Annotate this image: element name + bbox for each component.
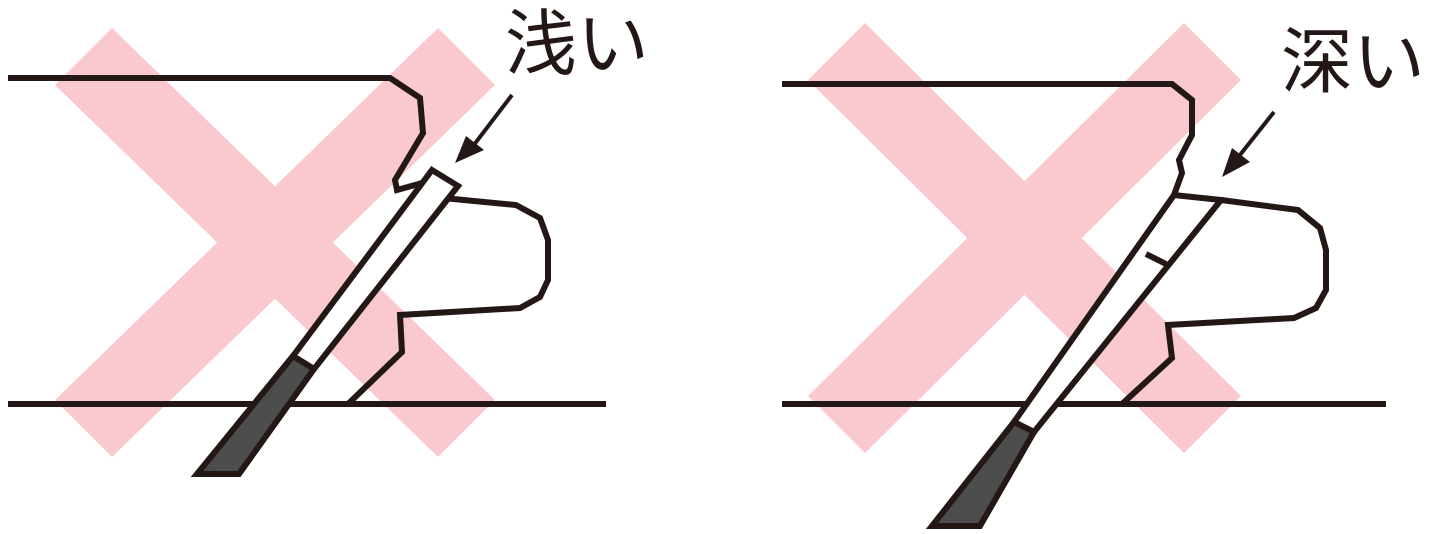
cross-bar-2 [55,28,495,457]
upper-surface-outline [8,75,441,194]
clip-outline [1119,197,1329,407]
clip-outline [345,195,551,407]
label-deep: 深い [1281,20,1426,104]
label-shallow: 浅い [505,2,650,86]
panel-deep: 深い [726,0,1452,534]
panel-shallow: 浅い [0,0,726,534]
tool-handle [925,418,1039,529]
shallow-diagram [8,28,606,477]
cross-bar-2 [808,23,1241,453]
deep-diagram [782,23,1386,529]
tool-notch [1144,251,1168,267]
upper-surface-outline [782,81,1195,197]
pointer-arrow-icon [455,93,514,163]
pointer-arrow-icon [1222,110,1276,177]
cross-mark-icon [55,28,495,457]
tool-handle [190,352,319,477]
cross-mark-icon [808,23,1241,453]
